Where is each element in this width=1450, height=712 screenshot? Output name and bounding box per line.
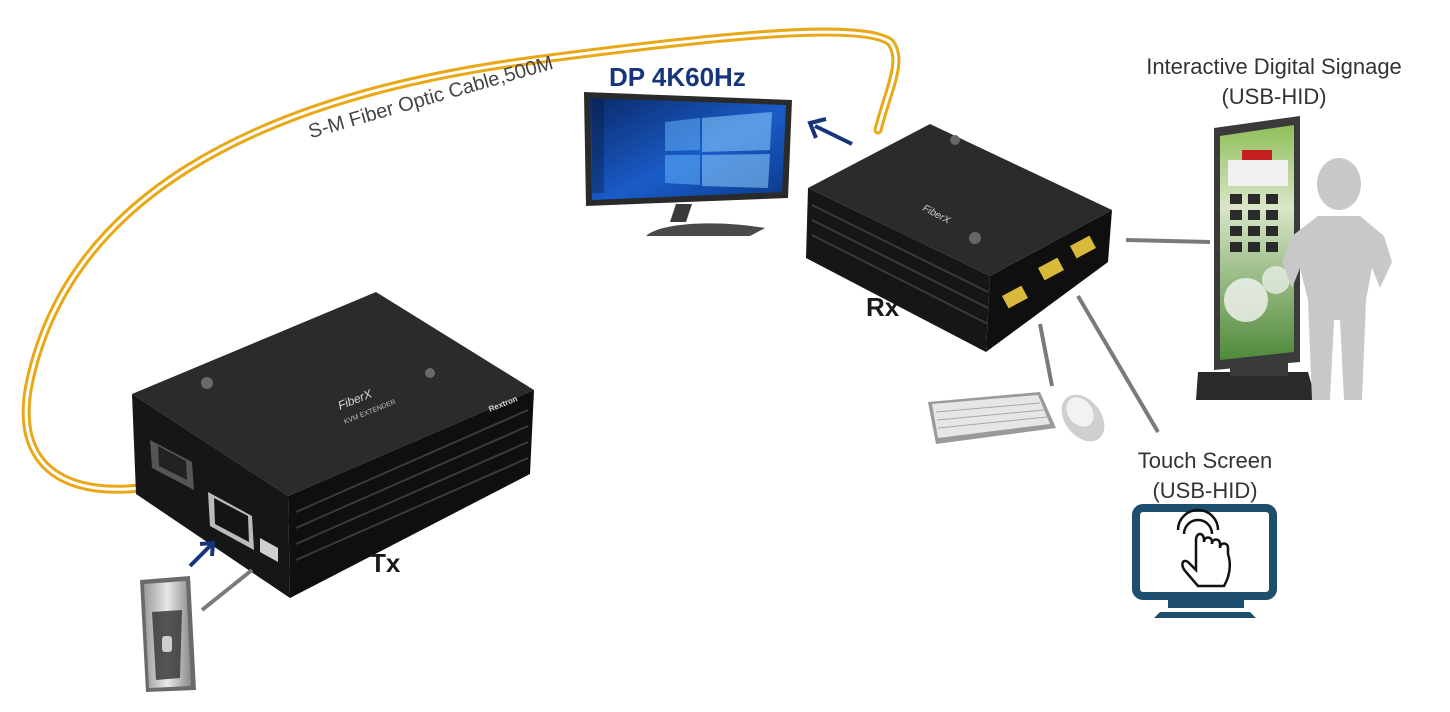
touch-screen-label-line2: (USB-HID) — [1152, 478, 1258, 503]
pc-tower — [140, 576, 196, 692]
tx-device: FiberX KVM EXTENDER Rextron — [132, 292, 534, 598]
pc-usb-link — [200, 568, 254, 612]
signage-label-line2: (USB-HID) — [1221, 84, 1327, 109]
touch-screen-label: Touch Screen (USB-HID) — [1110, 446, 1300, 506]
rx-keyboard-link — [1038, 323, 1054, 387]
monitor — [584, 92, 792, 236]
person-silhouette — [1282, 158, 1392, 400]
mouse — [1061, 394, 1105, 442]
signage-label-line1: Interactive Digital Signage — [1146, 54, 1402, 79]
arrow-to-monitor — [807, 117, 853, 146]
signage-label: Interactive Digital Signage (USB-HID) — [1122, 52, 1426, 112]
rx-device: FiberX — [806, 124, 1112, 352]
digital-signage-kiosk — [1196, 116, 1316, 400]
rx-signage-link — [1125, 238, 1211, 244]
touch-screen-label-line1: Touch Screen — [1137, 448, 1273, 473]
keyboard — [928, 392, 1056, 444]
dp-resolution-label: DP 4K60Hz — [609, 62, 746, 92]
touch-screen-icon — [1132, 504, 1277, 618]
rx-label: Rx — [866, 292, 900, 322]
fiber-optic-cable — [21, 27, 901, 494]
rx-touchscreen-link — [1076, 294, 1160, 434]
tx-label: Tx — [370, 548, 401, 578]
arrow-pc-to-tx — [188, 540, 216, 568]
